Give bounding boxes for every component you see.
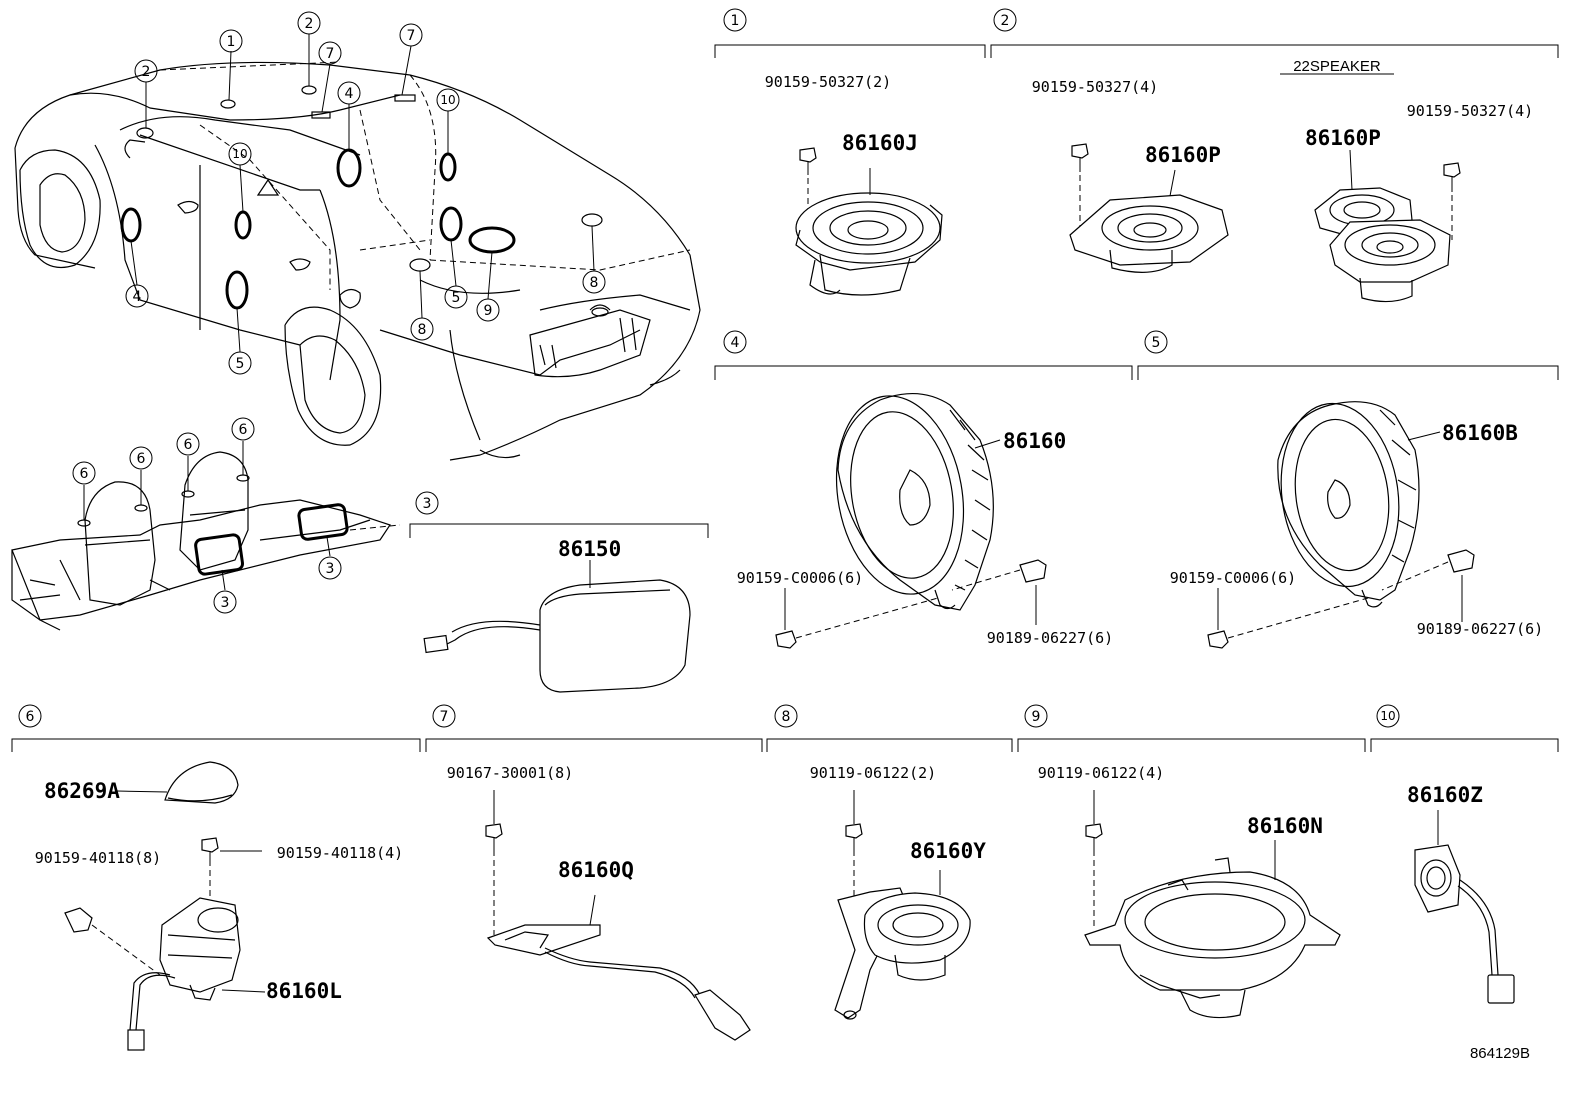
section-number-10: 10 (1380, 709, 1395, 723)
part-number-86160[interactable]: 86160 (1003, 429, 1066, 453)
seat-callout: 6 (80, 466, 89, 482)
figure-id: 864129B (1470, 1045, 1530, 1062)
car-callout: 10 (440, 93, 455, 107)
car-callout: 2 (305, 16, 314, 32)
car-callout: 8 (418, 322, 427, 338)
car-callout-leaders (130, 34, 595, 353)
section-number-2: 2 (1001, 13, 1010, 29)
part-number-90159-c0006-s5[interactable]: 90159-C0006(6) (1170, 569, 1296, 587)
seat-callout: 6 (184, 437, 193, 453)
seat-callout: 6 (239, 422, 248, 438)
speaker-22-86160p-drawing (1314, 149, 1461, 303)
speaker-86160n-drawing (1084, 790, 1341, 1019)
part-number-90159-40118-a[interactable]: 90159-40118(8) (35, 849, 161, 867)
part-number-86160b[interactable]: 86160B (1442, 421, 1518, 445)
part-number-90159-50327-s1[interactable]: 90159-50327(2) (765, 73, 891, 91)
part-number-86160j[interactable]: 86160J (842, 131, 918, 155)
speaker-86160j-drawing (795, 147, 943, 296)
car-callout: 2 (142, 64, 151, 80)
section-number-circles (18, 8, 1400, 728)
car-callout: 5 (452, 290, 461, 306)
part-number-86150[interactable]: 86150 (558, 537, 621, 561)
part-number-90167-30001[interactable]: 90167-30001(8) (447, 764, 573, 782)
part-number-86160p-a[interactable]: 86160P (1145, 143, 1221, 167)
section-brackets (11, 44, 1559, 752)
part-number-90159-c0006-s4[interactable]: 90159-C0006(6) (737, 569, 863, 587)
speaker-86160-drawing (775, 392, 1047, 649)
seat-callout: 3 (221, 595, 230, 611)
note-22speaker: 22SPEAKER (1293, 58, 1381, 75)
part-number-90159-50327-s2a[interactable]: 90159-50327(4) (1032, 78, 1158, 96)
car-callout: 7 (326, 46, 335, 62)
section-number-5: 5 (1152, 335, 1161, 351)
speaker-86160q-drawing (485, 790, 751, 1041)
speaker-86160b-drawing (1207, 401, 1475, 649)
part-number-86160n[interactable]: 86160N (1247, 814, 1323, 838)
seat-callout-circles (72, 417, 342, 614)
tweeter-86160l-drawing (64, 837, 266, 1051)
part-number-90119-06122-s8[interactable]: 90119-06122(2) (810, 764, 936, 782)
section-number-7: 7 (440, 709, 449, 725)
seat-callout: 3 (326, 561, 335, 577)
section-number-1: 1 (731, 13, 740, 29)
part-number-86160l[interactable]: 86160L (266, 979, 342, 1003)
part-number-86160p-b[interactable]: 86160P (1305, 126, 1381, 150)
part-number-86160z[interactable]: 86160Z (1407, 783, 1483, 807)
section-number-6: 6 (26, 709, 35, 725)
car-callout: 4 (133, 289, 142, 305)
seats-illustration (11, 441, 401, 631)
car-callout: 8 (590, 275, 599, 291)
speaker-86160p-drawing (1069, 143, 1229, 273)
part-number-90159-50327-s2b[interactable]: 90159-50327(4) (1407, 102, 1533, 120)
part-number-90189-06227-s4[interactable]: 90189-06227(6) (987, 629, 1113, 647)
speaker-86160z-drawing (1414, 810, 1515, 1004)
seat-callout: 6 (137, 451, 146, 467)
part-number-90189-06227-s5[interactable]: 90189-06227(6) (1417, 620, 1543, 638)
part-number-86269a[interactable]: 86269A (44, 779, 120, 803)
speaker-86160y-drawing (834, 790, 971, 1020)
car-callout: 7 (407, 28, 416, 44)
part-number-90119-06122-s9[interactable]: 90119-06122(4) (1038, 764, 1164, 782)
section-number-8: 8 (782, 709, 791, 725)
car-illustration (14, 61, 701, 461)
car-speaker-markers (120, 85, 603, 310)
part-number-86160q[interactable]: 86160Q (558, 858, 634, 882)
car-callout: 1 (227, 34, 236, 50)
car-callout: 10 (232, 147, 247, 161)
car-callout: 5 (236, 356, 245, 372)
cover-86269a-drawing (116, 761, 239, 804)
section-number-3: 3 (423, 496, 432, 512)
part-number-86160y[interactable]: 86160Y (910, 839, 986, 863)
module-86150-drawing (423, 560, 691, 693)
car-callout: 9 (484, 303, 493, 319)
section-number-4: 4 (731, 335, 740, 351)
car-callout: 4 (345, 86, 354, 102)
car-callout-circles (125, 11, 606, 375)
part-number-90159-40118-b[interactable]: 90159-40118(4) (277, 844, 403, 862)
section-number-9: 9 (1032, 709, 1041, 725)
